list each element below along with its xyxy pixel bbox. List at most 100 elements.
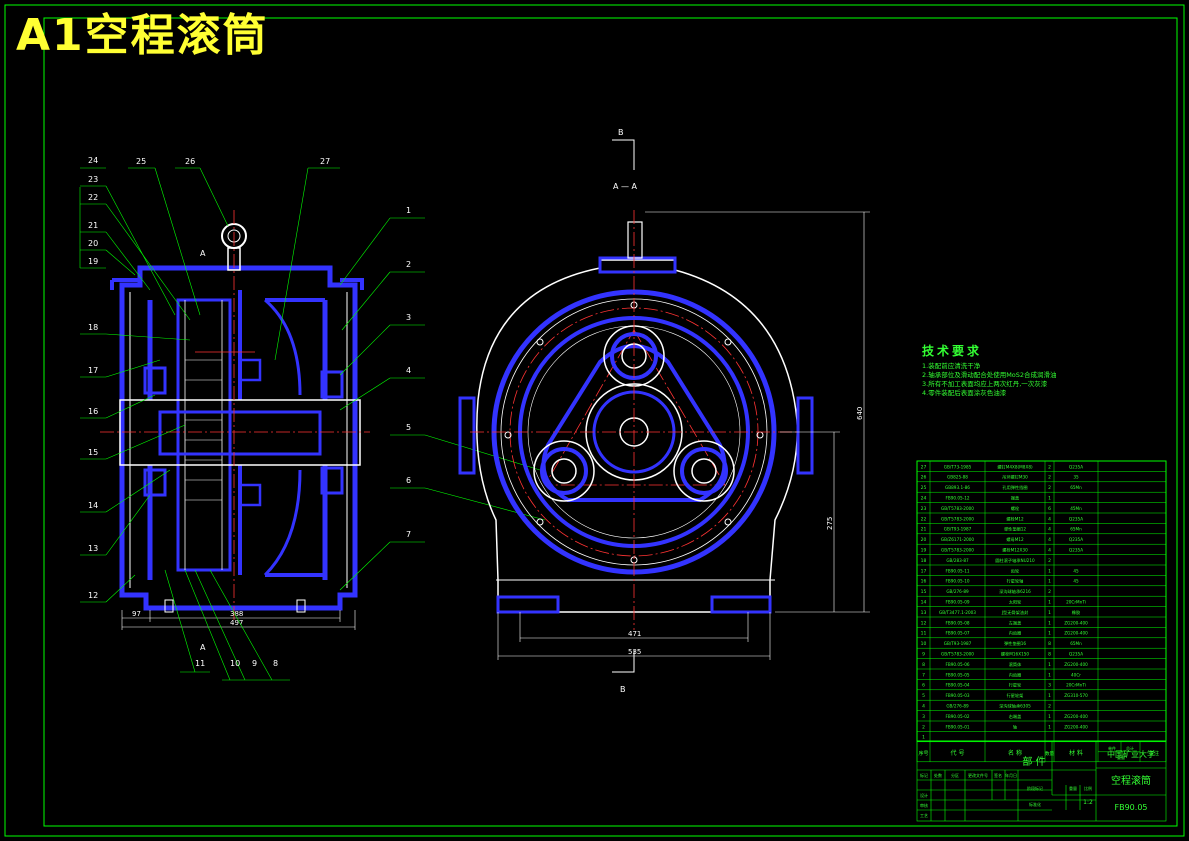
bom-row-name: 螺栓M16X150 [1001, 651, 1030, 658]
bom-row-no: 13 [921, 610, 927, 616]
bom-row-name: 行星轮轴 [1007, 578, 1024, 585]
inner-frame [43, 17, 1178, 827]
bom-row-qty: 6 [1048, 506, 1051, 512]
bom-row-name: 螺栓M12 [1006, 515, 1024, 522]
callout-left-6: 18 [88, 323, 98, 332]
tech-line-3: 3.所有不加工表面均应上两次红丹,一次灰漆 [922, 380, 1048, 388]
bom-row-material: Q235A [1069, 516, 1083, 521]
bom-row-no: 1 [922, 735, 925, 741]
bom-row-material: 20CrMnTi [1066, 683, 1086, 688]
bom-row-no: 9 [922, 652, 925, 658]
bom-row-no: 11 [921, 631, 927, 637]
title-block-text: 中国矿业大学 部 件 空程滚筒 FB90.05 阶段标记 重量 比例 1:2 标… [920, 749, 1155, 818]
callout-right-2: 3 [406, 313, 411, 322]
tb-cell-2: 更改文件号 [968, 772, 988, 778]
bom-row-material: Q235A [1069, 464, 1083, 469]
technical-requirements: 技术要求 1.装配前应清洗干净 2.轴承部位及滑动配合处使用MoS2合成润滑油 … [922, 342, 1057, 398]
bom-row-name: 螺母M12 [1006, 536, 1024, 543]
bom-row-qty: 1 [1048, 568, 1051, 574]
bom-row-no: 17 [921, 568, 927, 574]
tech-heading: 技术要求 [922, 344, 983, 358]
bom-row-code: FB90.05-03 [945, 693, 969, 698]
dim-535: 535 [628, 648, 641, 656]
left-dimensions [121, 610, 356, 630]
bom-row-name: 螺栓M12X30 [1002, 547, 1028, 554]
bom-row-code: FB90.05-10 [945, 579, 969, 584]
bom-row-material: ZG310-570 [1064, 693, 1088, 698]
bom-row-no: 21 [921, 527, 927, 533]
bom-row-no: 22 [921, 516, 927, 522]
bom-row-name: 右端盖 [1009, 713, 1022, 720]
bom-row-no: 3 [922, 714, 925, 720]
bom-row-qty: 4 [1048, 548, 1051, 554]
bom-header-single: 单件 [1108, 745, 1116, 751]
bom-header-qty: 数量 [1045, 750, 1054, 757]
bom-row-no: 15 [921, 589, 927, 595]
bom-row-no: 2 [922, 724, 925, 730]
bom-row-code: GB/T93-1987 [944, 641, 972, 646]
bom-row-name: 弹性垫圈16 [1004, 640, 1026, 647]
callout-top-0: 25 [136, 157, 146, 166]
bom-row-qty: 4 [1048, 516, 1051, 522]
tb-cell-0: 处数 [934, 772, 942, 778]
bom-row-material: 65Mn [1070, 527, 1082, 532]
tb-row-0: 标记 [920, 772, 928, 778]
bom-row-qty: 8 [1048, 652, 1051, 658]
tb-row-1: 设计 [920, 792, 928, 798]
dim-388: 388 [230, 610, 243, 618]
bom-row-material: 45 [1073, 568, 1079, 573]
tb-stage-label: 阶段标记 [1027, 785, 1043, 791]
tb-school: 中国矿业大学 [1107, 749, 1155, 759]
bom-row-qty: 2 [1048, 485, 1051, 491]
title-block [916, 740, 1167, 822]
bom-row-material: Q235A [1069, 652, 1083, 657]
callout-bottom-3: 8 [273, 659, 278, 668]
bom-row-name: 深沟球轴承6305 [999, 703, 1031, 710]
bom-row-no: 5 [922, 693, 925, 699]
bom-row-material: Q235A [1069, 548, 1083, 553]
bom-row-no: 6 [922, 683, 925, 689]
bom-row-material: ZG200-400 [1064, 620, 1088, 625]
bom-row-name: 端盖 [1011, 495, 1019, 502]
bom-row-code: FB90.05-12 [945, 496, 969, 501]
bom-row-qty: 2 [1048, 589, 1051, 595]
bom-row-code: GB/276-89 [946, 704, 969, 709]
bom-row-code: GB825-88 [947, 475, 968, 480]
bom-row-code: GB/T5783-2000 [941, 548, 974, 553]
tb-standardization: 标准化 [1029, 801, 1041, 807]
callout-numbers: 24 23 22 21 20 19 18 17 16 15 14 13 12 2… [88, 156, 411, 668]
bom-row-qty: 1 [1048, 610, 1051, 616]
bom-row-material: 65Mn [1070, 641, 1082, 646]
bom-row-qty: 1 [1048, 600, 1051, 606]
bom-row-code: GB/T73-1985 [944, 464, 972, 469]
callout-right-4: 5 [406, 423, 411, 432]
bom-row-no: 24 [921, 496, 927, 502]
callout-left-7: 17 [88, 366, 98, 375]
callout-left-11: 13 [88, 544, 98, 553]
bom-row-qty: 8 [1048, 641, 1051, 647]
bom-row-code: FB90.05-04 [945, 683, 969, 688]
tb-weight-label: 重量 [1069, 785, 1077, 791]
bom-row-material: 20CrMnTi [1066, 600, 1086, 605]
bom-row-name: 齿轮 [1011, 567, 1020, 574]
callout-left-3: 21 [88, 221, 98, 230]
bom-row-name: 行星轮 [1009, 682, 1022, 689]
callout-right-0: 1 [406, 206, 411, 215]
outer-frame [4, 4, 1185, 837]
bom-row-code: FB90.05-08 [945, 620, 969, 625]
bom-row-name: 内齿圈 [1009, 630, 1022, 637]
callout-top-2: 27 [320, 157, 330, 166]
tech-line-1: 1.装配前应清洗干净 [922, 362, 981, 370]
bom-row-no: 4 [922, 704, 925, 710]
bom-row-qty: 2 [1048, 704, 1051, 710]
section-b-top: B [618, 128, 624, 137]
bom-row-name: 轴 [1013, 723, 1017, 730]
bom-row-code: FB90.05-09 [945, 600, 969, 605]
bom-row-material: 40Cr [1071, 672, 1081, 677]
bom-row-name: 弹性垫圈12 [1004, 526, 1026, 533]
callout-left-8: 16 [88, 407, 98, 416]
bom-row-material: 65Mn [1070, 485, 1082, 490]
bom-row-material: ZG200-400 [1064, 714, 1088, 719]
dim-471: 471 [628, 630, 641, 638]
